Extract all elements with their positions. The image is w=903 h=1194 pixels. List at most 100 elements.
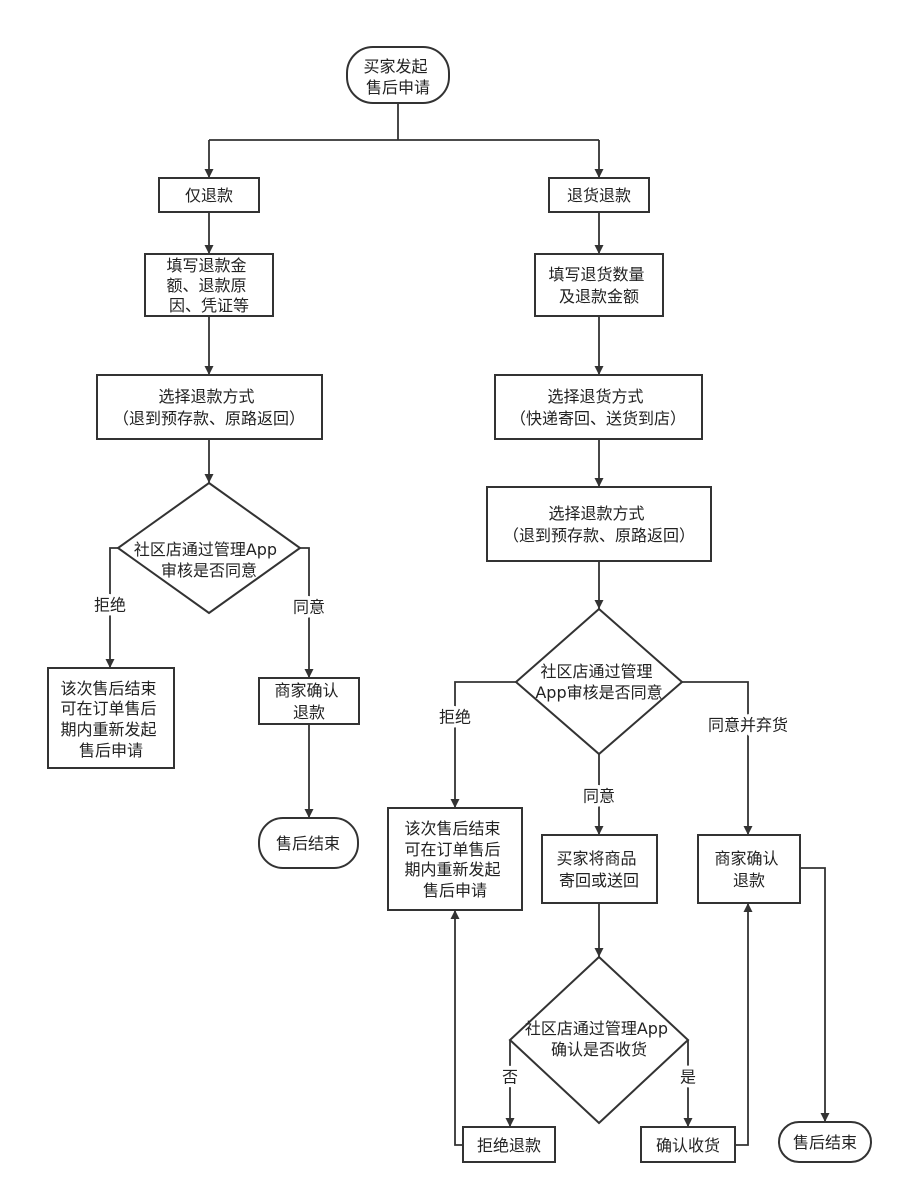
- edge-review-left-reject: [105, 547, 118, 668]
- node-label-line: 额、退款原: [166, 276, 246, 295]
- node-label-line: 仅退款: [185, 186, 233, 205]
- node-start: 买家发起 售后申请: [346, 46, 450, 104]
- node-choose-refund-method-right-shape: [486, 486, 712, 562]
- node-return-refund-label: 退货退款: [567, 186, 631, 205]
- node-start-shape: [346, 46, 450, 104]
- node-label-line: 及退款金额: [559, 287, 639, 306]
- node-fill-return-info-shape: [534, 253, 664, 317]
- edge-review-right-agree-abandon: [682, 681, 753, 835]
- node-label-line: 寄回或送回: [559, 871, 639, 890]
- edge-label-right-reject: 拒绝: [439, 708, 471, 727]
- node-end-left-shape: [258, 817, 359, 869]
- node-label-line: 退款: [733, 871, 765, 890]
- node-merchant-refund-left-label: 商家确认 退款: [274, 681, 343, 722]
- node-buyer-return-goods-label: 买家将商品 寄回或送回: [556, 849, 641, 890]
- node-label-line: 填写退货数量: [548, 265, 644, 284]
- node-label-line: （退到预存款、原路返回）: [113, 409, 305, 428]
- node-refund-only: 仅退款: [158, 177, 260, 213]
- node-label-line: 商家确认: [274, 681, 338, 700]
- node-return-refund: 退货退款: [548, 177, 650, 213]
- node-label-line: 社区店通过管理App: [525, 1019, 668, 1038]
- node-label-line: 售后申请: [366, 78, 430, 97]
- node-refund-only-label: 仅退款: [185, 186, 233, 205]
- node-choose-refund-method-left-label: 选择退款方式 （退到预存款、原路返回）: [113, 387, 305, 428]
- node-fill-refund-info: 填写退款金 额、退款原 因、凭证等: [144, 253, 274, 317]
- node-review-left: 社区店通过管理App 审核是否同意: [116, 481, 302, 615]
- node-review-left-shape: [116, 481, 302, 615]
- node-reject-refund-label: 拒绝退款: [477, 1136, 541, 1155]
- node-fill-refund-info-shape: [144, 253, 274, 317]
- node-label-line: 退款: [293, 703, 325, 722]
- node-label-line: 该次售后结束: [60, 679, 156, 698]
- node-label-line: 可在订单售后: [404, 840, 500, 859]
- node-label-line: 该次售后结束: [404, 819, 500, 838]
- node-label-line: 售后申请: [79, 741, 143, 760]
- edge-labels: 拒绝 同意 拒绝 同意并弃货 同意 否 是: [90, 592, 792, 1091]
- node-choose-refund-method-right: 选择退款方式 （退到预存款、原路返回）: [486, 486, 712, 562]
- node-refund-only-shape: [158, 177, 260, 213]
- edge-label-receipt-no: 否: [502, 1068, 518, 1087]
- node-merchant-refund-left: 商家确认 退款: [258, 677, 360, 725]
- edge-label-left-agree: 同意: [293, 598, 325, 617]
- node-receipt-check-label: 社区店通过管理App 确认是否收货: [525, 1019, 673, 1059]
- node-end-right-label: 售后结束: [793, 1133, 857, 1152]
- node-label-line: 确认是否收货: [551, 1040, 647, 1059]
- node-end-reapply-left-shape: [47, 667, 175, 769]
- node-end-reapply-left-label: 该次售后结束 可在订单售后 期内重新发起 售后申请: [60, 679, 161, 760]
- edge-label-receipt-yes: 是: [680, 1068, 696, 1087]
- edge-confirm-receipt-to-merchant: [735, 903, 753, 1146]
- node-label-line: （退到预存款、原路返回）: [503, 526, 695, 545]
- node-label-line: 拒绝退款: [477, 1136, 541, 1155]
- node-label-line: App审核是否同意: [535, 683, 662, 702]
- node-choose-return-method: 选择退货方式 （快递寄回、送货到店）: [494, 374, 703, 440]
- node-confirm-receipt-shape: [640, 1126, 736, 1163]
- node-label-line: 审核是否同意: [161, 561, 257, 580]
- edge-label-right-agree-abandon: 同意并弃货: [708, 716, 788, 735]
- node-label-line: 退货退款: [567, 186, 631, 205]
- node-label-line: 期内重新发起: [404, 860, 500, 879]
- edge-reject-refund-to-end-reapply: [450, 910, 463, 1146]
- edge-review-right-reject: [450, 681, 516, 808]
- node-review-right: 社区店通过管理 App审核是否同意: [514, 607, 684, 756]
- edge-review-left-agree: [300, 547, 314, 678]
- node-label-line: 因、凭证等: [169, 296, 249, 315]
- node-label-line: 售后结束: [276, 834, 340, 853]
- node-label-line: 售后结束: [793, 1133, 857, 1152]
- node-review-right-label: 社区店通过管理 App审核是否同意: [535, 662, 662, 702]
- node-label-line: 社区店通过管理: [540, 662, 652, 681]
- node-end-right: 售后结束: [778, 1121, 872, 1163]
- node-receipt-check: 社区店通过管理App 确认是否收货: [508, 955, 690, 1125]
- node-fill-return-info-label: 填写退货数量 及退款金额: [548, 265, 649, 306]
- node-end-left-label: 售后结束: [276, 834, 340, 853]
- node-fill-refund-info-label: 填写退款金 额、退款原 因、凭证等: [166, 256, 251, 315]
- node-buyer-return-goods: 买家将商品 寄回或送回: [541, 834, 658, 904]
- node-end-reapply-right-shape: [387, 807, 523, 911]
- node-merchant-refund-left-shape: [258, 677, 360, 725]
- node-label-line: 售后申请: [423, 881, 487, 900]
- node-label-line: 社区店通过管理App: [134, 540, 277, 559]
- node-choose-refund-method-right-label: 选择退款方式 （退到预存款、原路返回）: [503, 504, 695, 545]
- node-start-label: 买家发起 售后申请: [363, 57, 432, 97]
- node-end-reapply-right-label: 该次售后结束 可在订单售后 期内重新发起 售后申请: [404, 819, 505, 900]
- node-reject-refund: 拒绝退款: [462, 1126, 556, 1163]
- node-return-refund-shape: [548, 177, 650, 213]
- edge-merchant-right-to-end: [800, 867, 830, 1122]
- node-label-line: （快递寄回、送货到店）: [510, 409, 686, 428]
- node-review-left-label: 社区店通过管理App 审核是否同意: [134, 540, 282, 580]
- node-buyer-return-goods-shape: [541, 834, 658, 904]
- node-choose-return-method-label: 选择退货方式 （快递寄回、送货到店）: [510, 387, 686, 428]
- node-end-right-shape: [778, 1121, 872, 1163]
- node-label-line: 买家将商品: [556, 849, 636, 868]
- node-end-left: 售后结束: [258, 817, 359, 869]
- edge-label-right-agree: 同意: [583, 787, 615, 806]
- node-label-line: 选择退货方式: [547, 387, 643, 406]
- node-merchant-refund-right-shape: [697, 834, 801, 904]
- node-merchant-refund-right: 商家确认 退款: [697, 834, 801, 904]
- node-choose-refund-method-left: 选择退款方式 （退到预存款、原路返回）: [96, 374, 323, 440]
- node-label-line: 选择退款方式: [158, 387, 254, 406]
- node-receipt-check-shape: [508, 955, 690, 1125]
- node-end-reapply-left: 该次售后结束 可在订单售后 期内重新发起 售后申请: [47, 667, 175, 769]
- node-label-line: 确认收货: [656, 1136, 720, 1155]
- node-confirm-receipt: 确认收货: [640, 1126, 736, 1163]
